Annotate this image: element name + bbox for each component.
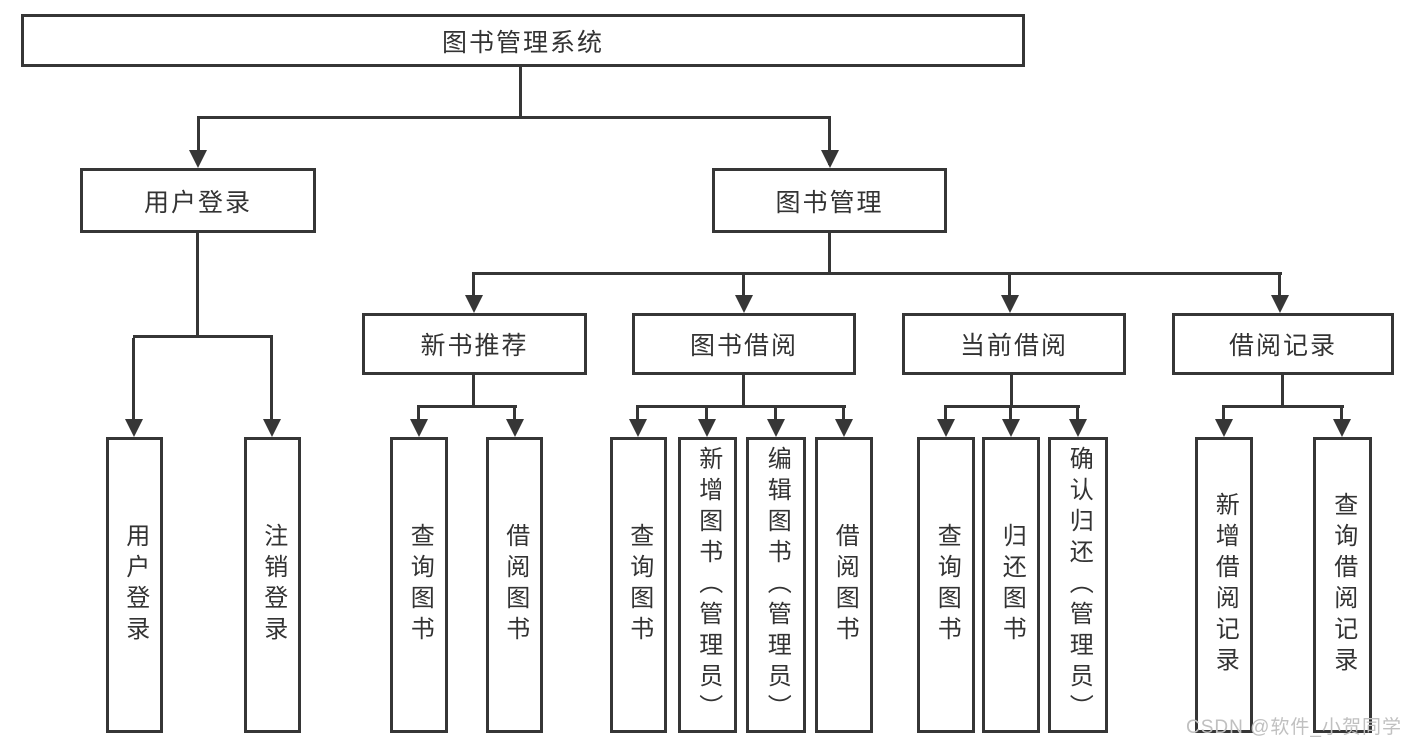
connector-records-stem	[1281, 375, 1284, 405]
leaf-query-books-newrec-label: 查询图书	[406, 523, 434, 647]
arrowhead-add-borrow-record	[1215, 419, 1233, 437]
node-current-borrow: 当前借阅	[902, 313, 1126, 375]
node-book-borrow-label: 图书借阅	[689, 332, 798, 360]
connector-bookmgmt-drop-2	[742, 275, 745, 309]
leaf-borrow-books-borrow: 借阅图书	[815, 437, 873, 733]
arrowhead-leaf-logout	[263, 419, 281, 437]
connector-root-bar	[197, 116, 831, 119]
connector-root-drop-right	[828, 119, 831, 165]
leaf-query-books-borrow: 查询图书	[610, 437, 667, 733]
node-book-management-label: 图书管理	[775, 188, 884, 217]
leaf-edit-book-admin-label: 编辑图书（管理员）	[763, 445, 791, 725]
connector-root-drop-left	[197, 119, 200, 164]
arrowhead-confirm-return-admin	[1069, 419, 1087, 437]
arrowhead-book-management	[821, 150, 839, 168]
leaf-logout: 注销登录	[244, 437, 301, 733]
arrowhead-new-book-recommend	[465, 295, 483, 313]
connector-current-stem	[1010, 375, 1013, 405]
leaf-query-books-borrow-label: 查询图书	[625, 523, 653, 647]
leaf-add-borrow-record: 新增借阅记录	[1195, 437, 1253, 733]
leaf-query-borrow-record: 查询借阅记录	[1313, 437, 1372, 733]
arrowhead-borrow-records	[1271, 295, 1289, 313]
arrowhead-query-borrow-record	[1333, 419, 1351, 437]
node-new-book-recommend: 新书推荐	[362, 313, 587, 375]
leaf-edit-book-admin: 编辑图书（管理员）	[746, 437, 806, 733]
node-book-management: 图书管理	[712, 168, 947, 233]
connector-userlogin-bar	[133, 335, 273, 338]
leaf-user-login-label: 用户登录	[121, 523, 149, 647]
leaf-borrow-books-newrec: 借阅图书	[486, 437, 543, 733]
leaf-add-borrow-record-label: 新增借阅记录	[1211, 492, 1239, 678]
arrowhead-query-books-borrow	[629, 419, 647, 437]
connector-bookmgmt-drop-4	[1278, 275, 1281, 309]
connector-bookmgmt-drop-1	[472, 275, 475, 309]
leaf-query-books-newrec: 查询图书	[390, 437, 448, 733]
arrowhead-borrow-books-borrow	[835, 419, 853, 437]
node-library-system-label: 图书管理系统	[441, 28, 604, 57]
node-book-borrow: 图书借阅	[632, 313, 856, 375]
arrowhead-book-borrow	[735, 295, 753, 313]
leaf-add-book-admin: 新增图书（管理员）	[678, 437, 737, 733]
connector-userlogin-drop-1	[132, 338, 135, 433]
node-borrow-records: 借阅记录	[1172, 313, 1394, 375]
leaf-query-books-current-label: 查询图书	[933, 523, 961, 647]
leaf-borrow-books-borrow-label: 借阅图书	[831, 523, 859, 647]
node-borrow-records-label: 借阅记录	[1228, 332, 1337, 360]
connector-borrow-bar	[636, 405, 846, 408]
connector-current-bar	[944, 405, 1080, 408]
arrowhead-edit-book-admin	[767, 419, 785, 437]
watermark: CSDN @软件_小贺同学	[1186, 717, 1402, 738]
arrowhead-return-book	[1002, 419, 1020, 437]
connector-newbooks-stem	[472, 375, 475, 405]
connector-userlogin-drop-2	[270, 338, 273, 433]
connector-bookmgmt-bar	[472, 272, 1282, 275]
arrowhead-current-borrow	[1001, 295, 1019, 313]
leaf-confirm-return-admin-label: 确认归还（管理员）	[1065, 445, 1093, 725]
leaf-confirm-return-admin: 确认归还（管理员）	[1048, 437, 1108, 733]
connector-borrow-stem	[742, 375, 745, 405]
leaf-logout-label: 注销登录	[259, 523, 287, 647]
node-new-book-recommend-label: 新书推荐	[420, 332, 529, 360]
leaf-return-book: 归还图书	[982, 437, 1040, 733]
arrowhead-add-book-admin	[698, 419, 716, 437]
connector-newbooks-bar	[417, 405, 517, 408]
arrowhead-query-books-current	[937, 419, 955, 437]
leaf-query-books-current: 查询图书	[917, 437, 975, 733]
arrowhead-borrow-books-newrec	[506, 419, 524, 437]
leaf-add-book-admin-label: 新增图书（管理员）	[694, 445, 722, 725]
node-current-borrow-label: 当前借阅	[959, 332, 1068, 360]
connector-bookmgmt-stem	[828, 233, 831, 272]
node-user-login-label: 用户登录	[143, 188, 252, 217]
connector-records-bar	[1222, 405, 1344, 408]
arrowhead-leaf-user-login	[125, 419, 143, 437]
arrowhead-query-books-newrec	[410, 419, 428, 437]
node-library-system: 图书管理系统	[21, 14, 1025, 67]
connector-bookmgmt-drop-3	[1008, 275, 1011, 309]
leaf-borrow-books-newrec-label: 借阅图书	[501, 523, 529, 647]
leaf-user-login: 用户登录	[106, 437, 163, 733]
connector-root-stem	[519, 67, 522, 116]
leaf-query-borrow-record-label: 查询借阅记录	[1329, 492, 1357, 678]
node-user-login: 用户登录	[80, 168, 316, 233]
connector-userlogin-stem	[196, 233, 199, 335]
leaf-return-book-label: 归还图书	[998, 523, 1026, 647]
arrowhead-user-login	[189, 150, 207, 168]
